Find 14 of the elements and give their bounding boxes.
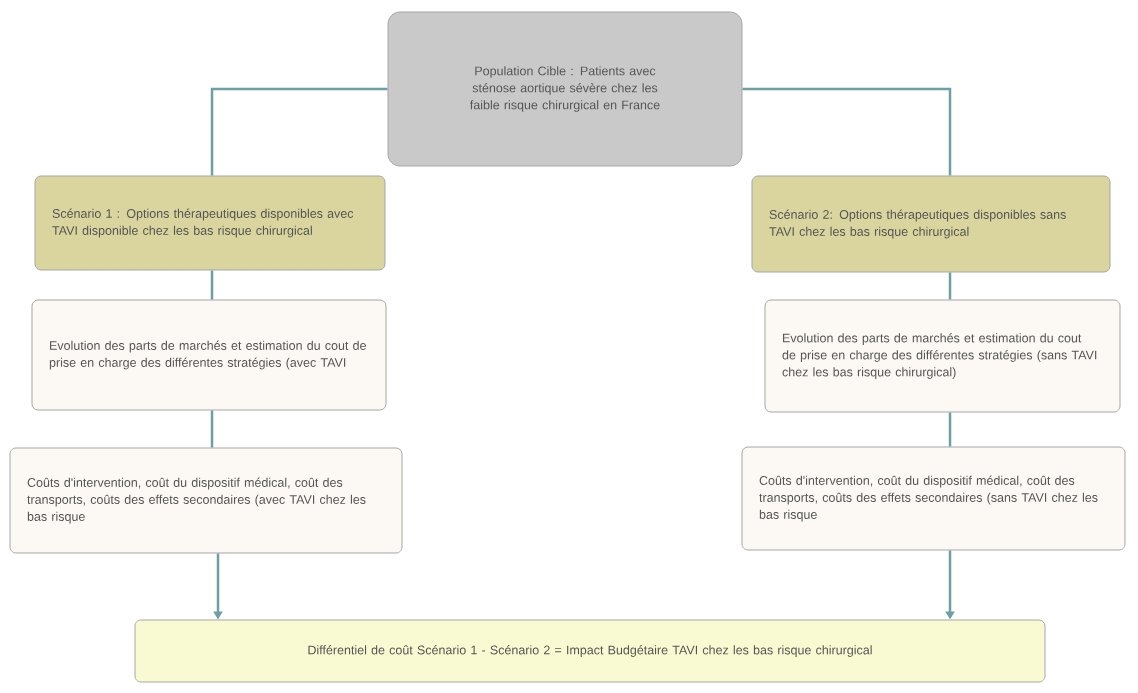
connector [210,270,214,300]
scenario-box: Scénario 2: Options thérapeutiques disponibles sans TAVI chez les bas risque chirurgical [751,175,1111,273]
connector [948,412,952,447]
cost-box: Coûts d'intervention, coût du dispositif médical, coût des transports, coûts des effets secondaires (sans TAVI chez les bas risque [741,446,1126,551]
connector [210,410,214,448]
connector [742,87,952,176]
connector [210,87,388,176]
scenario-box: Scénario 1 : Options thérapeutiques disponibles avec TAVI disponible chez les bas risque chirurgical [34,175,386,271]
cost-box: Evolution des parts de marchés et estimation du cout de prise en charge des différentes stratégies (sans TAVI chez les bas risque chirurgical) [764,299,1121,413]
cost-box: Evolution des parts de marchés et estimation du cout de prise en charge des différentes stratégies (avec TAVI [31,299,387,411]
target-box: Population Cible : Patients avec sténose aortique sévère chez les faible risque chirurgical en France [387,11,743,167]
cost-box: Coûts d'intervention, coût du dispositif médical, coût des transports, coûts des effets secondaires (avec TAVI chez les bas risque [9,447,403,554]
connector [948,272,952,300]
result-box: Différentiel de coût Scénario 1 - Scénario 2 = Impact Budgétaire TAVI chez les bas risque chirurgical [134,619,1046,683]
